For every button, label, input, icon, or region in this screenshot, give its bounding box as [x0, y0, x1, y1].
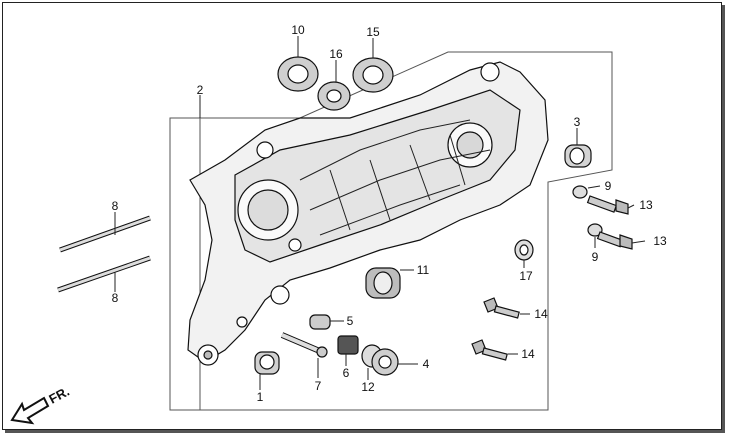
callout-9-lower: 9	[592, 250, 599, 264]
bolt-14-upper	[483, 297, 520, 319]
callout-17: 17	[519, 269, 533, 283]
callout-8-lower: 8	[112, 291, 119, 305]
bolt-13-upper	[586, 195, 629, 215]
callout-1: 1	[257, 390, 264, 404]
bushing-3	[564, 144, 592, 168]
callout-12: 12	[361, 380, 375, 394]
front-direction-indicator: FR.	[10, 384, 72, 425]
callout-11: 11	[417, 263, 430, 277]
bearing-16	[317, 81, 351, 111]
callout-13-lower: 13	[653, 234, 667, 248]
callout-labels: 10 16 15 2 3 9 13 13 9 17 8 8 11 14 14 5…	[112, 23, 667, 404]
callout-3: 3	[574, 115, 581, 129]
callout-5: 5	[347, 314, 354, 328]
bearing-10	[277, 56, 319, 92]
callout-8-upper: 8	[112, 199, 119, 213]
crankcase-housing	[187, 61, 549, 366]
callout-4: 4	[423, 357, 430, 371]
callout-14-upper: 14	[534, 307, 548, 321]
callout-15: 15	[366, 25, 380, 39]
stud-8-lower	[57, 255, 151, 293]
washer-9-lower	[587, 223, 603, 237]
callout-14-lower: 14	[521, 347, 535, 361]
front-arrow-icon	[10, 396, 50, 425]
leader-lines	[114, 36, 646, 390]
needle-bearing-11	[365, 267, 401, 299]
bolt-14-lower	[471, 339, 508, 361]
callout-9-upper: 9	[605, 179, 612, 193]
pin-7	[280, 332, 328, 358]
plug-5	[309, 314, 331, 330]
callout-2: 2	[197, 83, 204, 97]
front-label: FR.	[46, 384, 72, 407]
spring-6	[337, 335, 359, 355]
bearing-15	[352, 57, 394, 93]
callout-10: 10	[291, 23, 305, 37]
callout-16: 16	[329, 47, 343, 61]
bolt-13-lower	[596, 231, 633, 250]
ring-17	[514, 239, 534, 261]
callout-13-upper: 13	[639, 198, 653, 212]
washer-9-upper	[572, 185, 588, 199]
callout-6: 6	[343, 366, 350, 380]
callout-7: 7	[315, 379, 322, 393]
bushing-1	[254, 351, 280, 375]
cap-4	[371, 348, 399, 376]
stud-8-upper	[59, 215, 151, 253]
